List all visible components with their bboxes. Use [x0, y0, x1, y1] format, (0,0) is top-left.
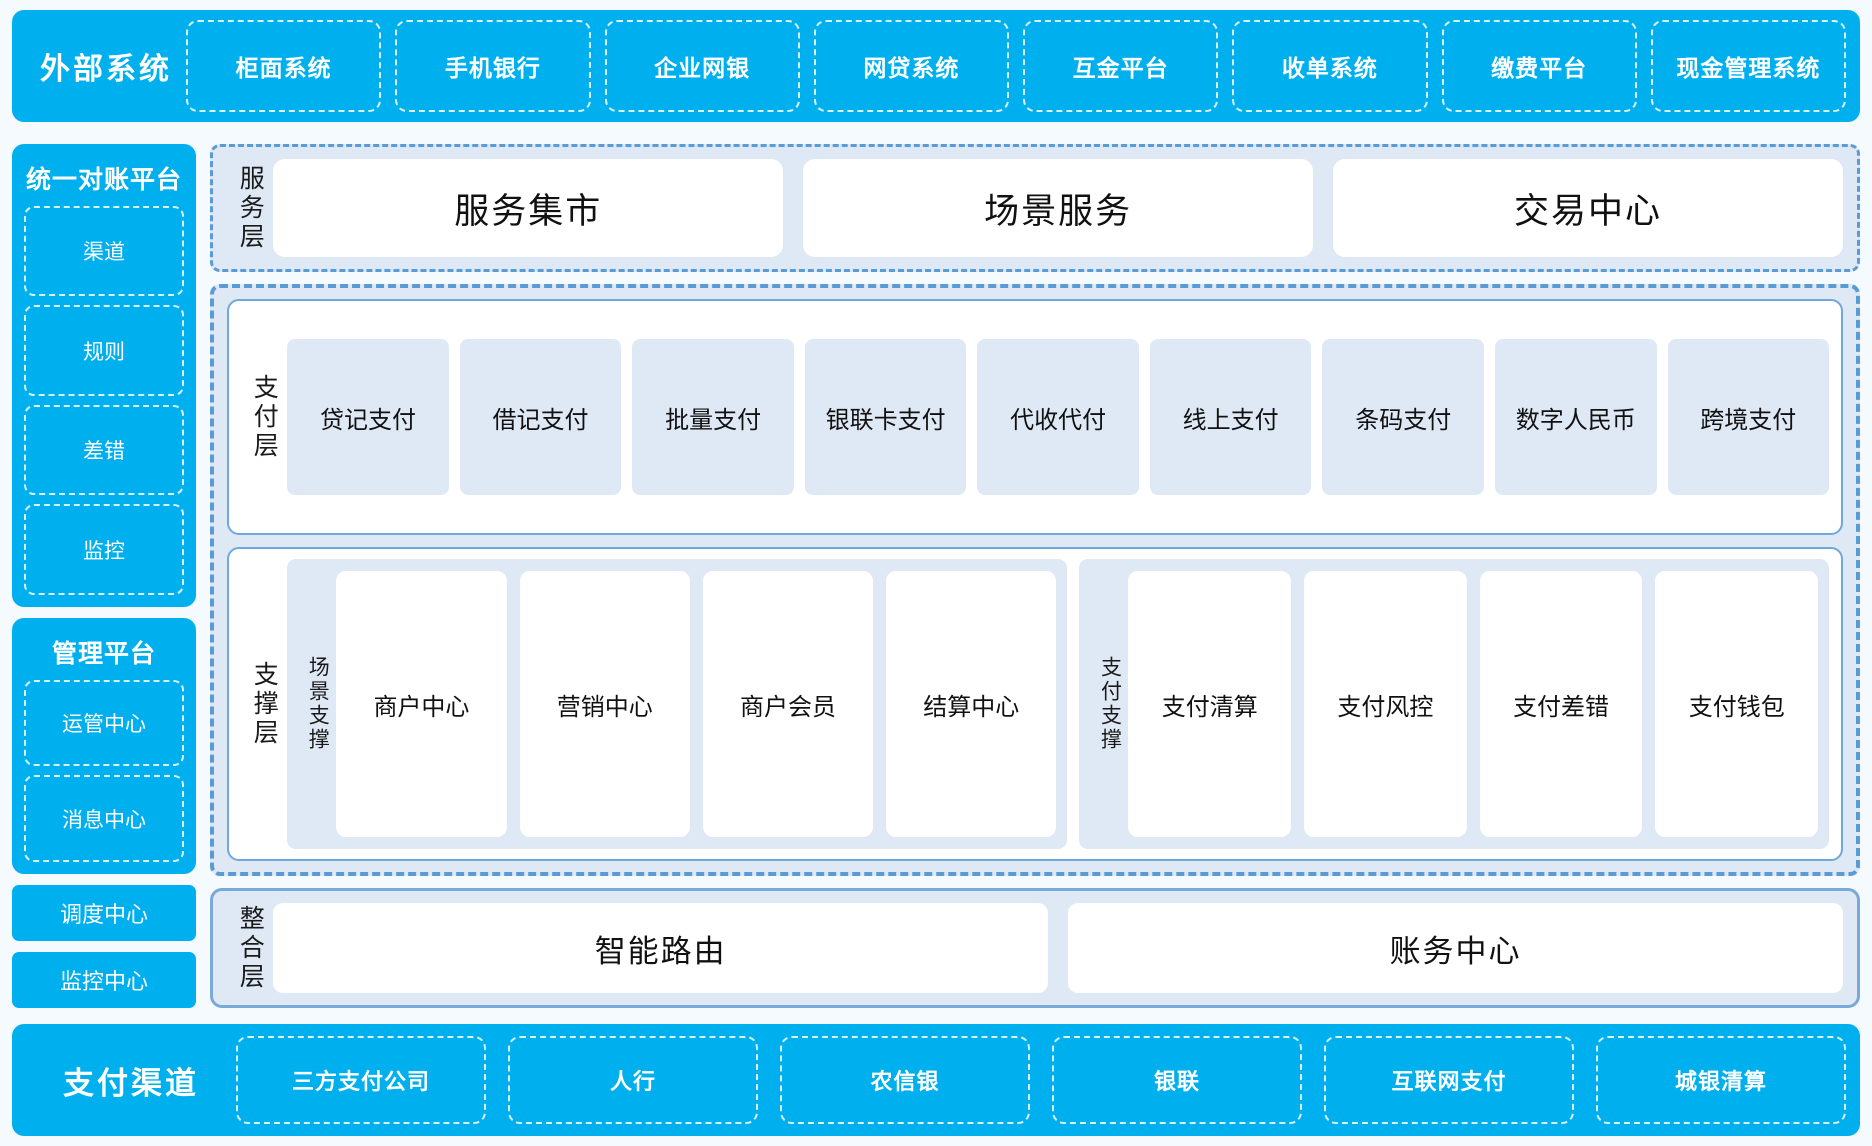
scheduling-center-block[interactable]: 调度中心: [12, 885, 196, 941]
external-system-item[interactable]: 互金平台: [1023, 20, 1219, 112]
reconciliation-item-monitoring[interactable]: 监控: [24, 504, 184, 595]
service-card-transaction-center[interactable]: 交易中心: [1333, 159, 1844, 257]
payment-channels-band: 支付渠道 三方支付公司 人行 农信银 银联 互联网支付 城银清算: [12, 1024, 1860, 1136]
support-card-payment-exception[interactable]: 支付差错: [1479, 571, 1643, 837]
payment-item-digital-rmb[interactable]: 数字人民币: [1494, 339, 1657, 495]
scene-support-label: 场景支撑: [306, 656, 330, 753]
service-layer: 服务层 服务集市 场景服务 交易中心: [210, 144, 1860, 272]
payment-channel-item[interactable]: 城银清算: [1596, 1036, 1846, 1124]
reconciliation-item-rules[interactable]: 规则: [24, 305, 184, 396]
reconciliation-platform-items: 渠道 规则 差错 监控: [24, 206, 184, 595]
integration-layer-label: 整合层: [236, 904, 265, 992]
payment-item-batch[interactable]: 批量支付: [632, 339, 794, 495]
service-layer-label: 服务层: [236, 164, 265, 252]
management-platform-items: 运管中心 消息中心: [24, 679, 184, 862]
external-system-item[interactable]: 企业网银: [604, 20, 800, 112]
payment-item-online[interactable]: 线上支付: [1149, 339, 1312, 495]
support-card-marketing-center[interactable]: 营销中心: [519, 571, 690, 837]
core-dashed-container: 支付层 贷记支付 借记支付 批量支付 银联卡支付 代收代付 线上支付 条码支付 …: [210, 284, 1860, 876]
integration-layer-cards: 智能路由 账务中心: [273, 903, 1843, 993]
support-card-settlement-center[interactable]: 结算中心: [886, 571, 1057, 837]
payment-item-barcode[interactable]: 条码支付: [1322, 339, 1484, 495]
support-card-merchant-center[interactable]: 商户中心: [336, 571, 507, 837]
management-item-message-center[interactable]: 消息中心: [24, 775, 184, 862]
management-item-operations-center[interactable]: 运管中心: [24, 679, 184, 767]
payment-channels-items: 三方支付公司 人行 农信银 银联 互联网支付 城银清算: [236, 1024, 1846, 1136]
external-system-item[interactable]: 缴费平台: [1441, 20, 1637, 112]
layer-stack: 服务层 服务集市 场景服务 交易中心 支付层 贷记支付 借记支付 批量支付 银联…: [210, 144, 1860, 1008]
external-systems-band: 外部系统 柜面系统 手机银行 企业网银 网贷系统 互金平台 收单系统 缴费平台 …: [12, 10, 1860, 122]
payment-layer-label: 支付层: [250, 373, 279, 461]
external-system-item[interactable]: 柜面系统: [186, 20, 382, 112]
payment-item-cross-border[interactable]: 跨境支付: [1667, 339, 1830, 495]
management-platform-panel: 管理平台 运管中心 消息中心: [12, 617, 196, 874]
reconciliation-item-exceptions[interactable]: 差错: [24, 404, 184, 496]
payment-support-group: 支付支撑 支付清算 支付风控 支付差错 支付钱包: [1079, 559, 1829, 849]
payment-channel-item[interactable]: 互联网支付: [1324, 1036, 1574, 1124]
support-card-payment-risk[interactable]: 支付风控: [1304, 571, 1467, 837]
integration-card-accounting-center[interactable]: 账务中心: [1068, 903, 1843, 993]
reconciliation-item-channel[interactable]: 渠道: [24, 206, 184, 297]
scene-support-cards: 商户中心 营销中心 商户会员 结算中心: [336, 568, 1057, 840]
service-card-scenario[interactable]: 场景服务: [803, 159, 1314, 257]
payment-channels-title: 支付渠道: [63, 1065, 199, 1101]
service-layer-cards: 服务集市 场景服务 交易中心: [273, 159, 1844, 257]
payment-item-collection-payment[interactable]: 代收代付: [977, 339, 1139, 495]
payment-support-cards: 支付清算 支付风控 支付差错 支付钱包: [1128, 568, 1819, 840]
external-system-item[interactable]: 收单系统: [1232, 20, 1428, 112]
service-card-marketplace[interactable]: 服务集市: [273, 159, 784, 257]
payment-item-debit[interactable]: 借记支付: [459, 339, 622, 495]
scene-support-group: 场景支撑 商户中心 营销中心 商户会员 结算中心: [287, 559, 1068, 849]
integration-card-smart-routing[interactable]: 智能路由: [273, 903, 1049, 993]
external-systems-items: 柜面系统 手机银行 企业网银 网贷系统 互金平台 收单系统 缴费平台 现金管理系…: [186, 10, 1846, 122]
support-layer: 支撑层 场景支撑 商户中心 营销中心 商户会员 结算中心: [227, 547, 1843, 861]
left-rail: 统一对账平台 渠道 规则 差错 监控 管理平台 运管中心 消息中心 调度中心 监…: [12, 144, 196, 1008]
support-card-payment-wallet[interactable]: 支付钱包: [1655, 571, 1819, 837]
management-platform-title: 管理平台: [51, 639, 156, 668]
payment-channel-item[interactable]: 银联: [1052, 1036, 1302, 1124]
support-layer-groups: 场景支撑 商户中心 营销中心 商户会员 结算中心 支付支撑 支付清算: [287, 559, 1829, 849]
middle-region: 统一对账平台 渠道 规则 差错 监控 管理平台 运管中心 消息中心 调度中心 监…: [12, 144, 1860, 1008]
monitoring-center-block[interactable]: 监控中心: [12, 952, 196, 1008]
payment-layer-items: 贷记支付 借记支付 批量支付 银联卡支付 代收代付 线上支付 条码支付 数字人民…: [287, 311, 1830, 523]
payment-channel-item[interactable]: 人行: [508, 1036, 758, 1124]
payment-item-unionpay-card[interactable]: 银联卡支付: [804, 339, 967, 495]
payment-item-credit[interactable]: 贷记支付: [287, 339, 449, 495]
external-systems-title: 外部系统: [40, 53, 172, 86]
external-system-item[interactable]: 现金管理系统: [1650, 20, 1846, 112]
payment-channel-item[interactable]: 农信银: [780, 1036, 1030, 1124]
payment-layer: 支付层 贷记支付 借记支付 批量支付 银联卡支付 代收代付 线上支付 条码支付 …: [227, 299, 1843, 536]
support-card-payment-clearing[interactable]: 支付清算: [1128, 571, 1292, 837]
reconciliation-platform-panel: 统一对账平台 渠道 规则 差错 监控: [12, 144, 196, 607]
reconciliation-platform-title: 统一对账平台: [25, 166, 182, 194]
integration-layer: 整合层 智能路由 账务中心: [210, 888, 1860, 1008]
payment-channel-item[interactable]: 三方支付公司: [236, 1036, 486, 1124]
external-system-item[interactable]: 手机银行: [395, 20, 591, 112]
support-card-merchant-member[interactable]: 商户会员: [702, 571, 874, 837]
support-layer-label: 支撑层: [250, 660, 279, 748]
payment-support-label: 支付支撑: [1098, 656, 1122, 753]
external-system-item[interactable]: 网贷系统: [813, 20, 1009, 112]
